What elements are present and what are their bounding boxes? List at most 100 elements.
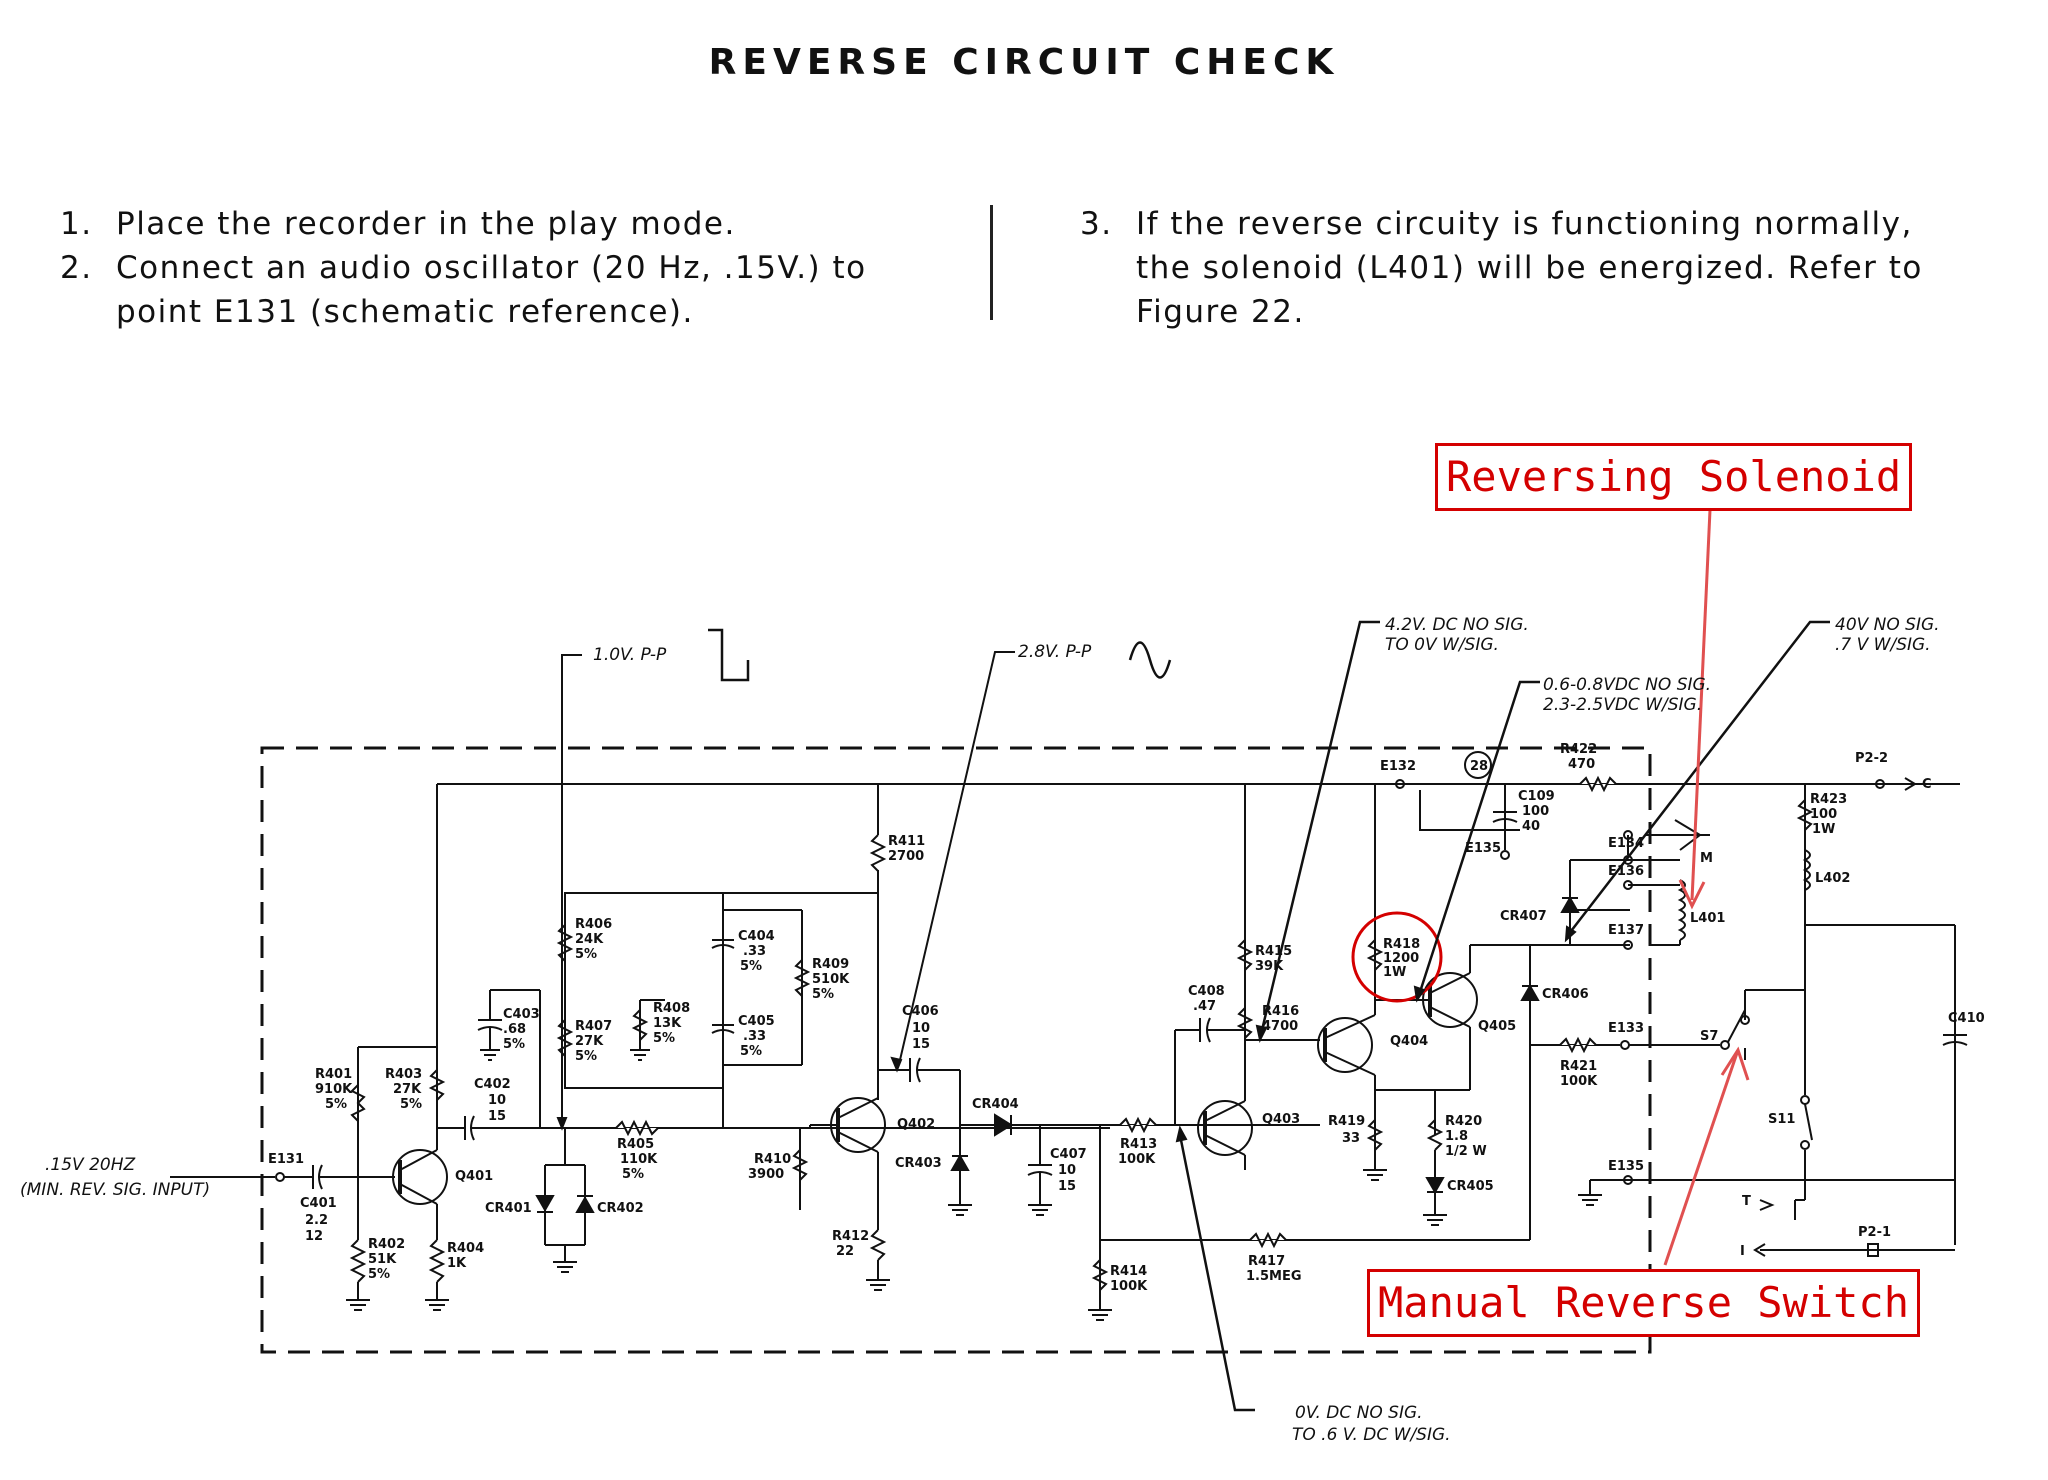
label-r421: R421 (1560, 1059, 1597, 1074)
note-l402-2: .7 V W/SIG. (1835, 635, 1931, 655)
board-outline (260, 746, 1652, 1354)
label-r413: R413 (1120, 1137, 1157, 1152)
label-s11: S11 (1768, 1112, 1795, 1127)
label-r417: R417 (1248, 1254, 1285, 1269)
label-r419: R419 (1328, 1114, 1365, 1129)
label-q404: Q404 (1390, 1034, 1428, 1049)
label-e135-bottom: E135 (1608, 1159, 1644, 1174)
switch-callout-arrow (1663, 1049, 1740, 1266)
instructions-right: 3.If the reverse circuity is functioning… (1080, 202, 1923, 334)
svg-text:100: 100 (1522, 804, 1549, 819)
svg-text:1W: 1W (1383, 965, 1406, 980)
label-cr404: CR404 (972, 1097, 1019, 1112)
label-r411: R411 (888, 834, 925, 849)
label-r401: R401 (315, 1067, 352, 1082)
q403-transistor (1197, 1100, 1253, 1156)
svg-text:5%: 5% (740, 1044, 762, 1059)
label-c406: C406 (902, 1004, 939, 1019)
cr404-diode (994, 1113, 1013, 1137)
note-pp1: 1.0V. P-P (593, 645, 667, 665)
svg-text:1K: 1K (447, 1256, 467, 1271)
label-c402: C402 (474, 1077, 511, 1092)
label-r402: R402 (368, 1237, 405, 1252)
label-l402: L402 (1815, 871, 1850, 886)
label-c410: C410 (1948, 1011, 1985, 1026)
label-c408: C408 (1188, 984, 1225, 999)
svg-text:40: 40 (1522, 819, 1540, 834)
svg-text:510K: 510K (812, 972, 850, 987)
label-r416: R416 (1262, 1004, 1299, 1019)
svg-text:1/2 W: 1/2 W (1445, 1144, 1487, 1159)
svg-text:2700: 2700 (888, 849, 924, 864)
label-r422: R422 (1560, 742, 1597, 757)
label-e135-top: E135 (1465, 841, 1501, 856)
svg-text:.33: .33 (743, 944, 766, 959)
note-q403-1: 0V. DC NO SIG. (1295, 1403, 1423, 1423)
label-c407: C407 (1050, 1147, 1087, 1162)
svg-text:5%: 5% (812, 987, 834, 1002)
label-term-i: I (1740, 1244, 1745, 1259)
note-l402-1: 40V NO SIG. (1835, 615, 1940, 635)
label-r405: R405 (617, 1137, 654, 1152)
svg-text:3900: 3900 (748, 1167, 784, 1182)
solenoid-callout-arrow (1690, 509, 1712, 901)
svg-text:2.2: 2.2 (305, 1213, 328, 1228)
note-pp2: 2.8V. P-P (1018, 642, 1092, 662)
svg-text:1W: 1W (1812, 822, 1835, 837)
step-2: 2.Connect an audio oscillator (20 Hz, .1… (60, 250, 867, 286)
svg-text:100: 100 (1810, 807, 1837, 822)
step-1: 1.Place the recorder in the play mode. (60, 206, 736, 242)
label-p2-1: P2-1 (1858, 1225, 1891, 1240)
note-input-1: .15V 20HZ (45, 1155, 135, 1175)
svg-text:24K: 24K (575, 932, 604, 947)
label-p2-2: P2-2 (1855, 751, 1888, 766)
svg-text:10: 10 (1058, 1163, 1076, 1178)
svg-text:5%: 5% (622, 1167, 644, 1182)
svg-text:15: 15 (912, 1037, 930, 1052)
svg-text:.33: .33 (743, 1029, 766, 1044)
svg-text:100K: 100K (1560, 1074, 1598, 1089)
label-term-t: T (1742, 1194, 1751, 1209)
svg-text:27K: 27K (575, 1034, 604, 1049)
svg-text:33: 33 (1342, 1131, 1360, 1146)
label-e137: E137 (1608, 923, 1644, 938)
svg-text:5%: 5% (575, 947, 597, 962)
svg-text:13K: 13K (653, 1016, 682, 1031)
label-r408: R408 (653, 1001, 690, 1016)
callout-manual-reverse-switch: Manual Reverse Switch (1367, 1269, 1921, 1337)
svg-text:5%: 5% (575, 1049, 597, 1064)
svg-text:100K: 100K (1118, 1152, 1156, 1167)
label-c404: C404 (738, 929, 775, 944)
label-r407: R407 (575, 1019, 612, 1034)
label-q403: Q403 (1262, 1112, 1300, 1127)
svg-text:5%: 5% (368, 1267, 390, 1282)
label-node28: 28 (1470, 759, 1488, 774)
svg-text:910K: 910K (315, 1082, 353, 1097)
label-cr402: CR402 (597, 1201, 644, 1216)
instructions-left: 1.Place the recorder in the play mode. 2… (60, 202, 867, 334)
cr407-diode (1560, 895, 1580, 913)
note-q404-1: 4.2V. DC NO SIG. (1385, 615, 1529, 635)
label-r409: R409 (812, 957, 849, 972)
q401-transistor (392, 1149, 448, 1205)
label-c109: C109 (1518, 789, 1555, 804)
page-title: REVERSE CIRCUIT CHECK (708, 42, 1340, 83)
column-divider (990, 205, 993, 320)
label-term-c: C (1922, 777, 1932, 792)
label-cr403: CR403 (895, 1156, 942, 1171)
cr406-diode (1520, 983, 1540, 1001)
l401-coil (1677, 879, 1686, 941)
q404-transistor (1317, 1017, 1373, 1073)
svg-text:1200: 1200 (1383, 951, 1419, 966)
label-cr407: CR407 (1500, 909, 1547, 924)
step-2-cont: point E131 (schematic reference). (116, 294, 694, 330)
step-3-cont-1: the solenoid (L401) will be energized. R… (1136, 250, 1923, 286)
svg-text:470: 470 (1568, 757, 1595, 772)
svg-text:.47: .47 (1193, 999, 1216, 1014)
label-cr401: CR401 (485, 1201, 532, 1216)
note-q404-2: TO 0V W/SIG. (1385, 635, 1499, 655)
svg-text:1.5MEG: 1.5MEG (1246, 1269, 1302, 1284)
svg-text:100K: 100K (1110, 1279, 1148, 1294)
note-q405-1: 0.6-0.8VDC NO SIG. (1543, 675, 1711, 695)
svg-text:5%: 5% (740, 959, 762, 974)
